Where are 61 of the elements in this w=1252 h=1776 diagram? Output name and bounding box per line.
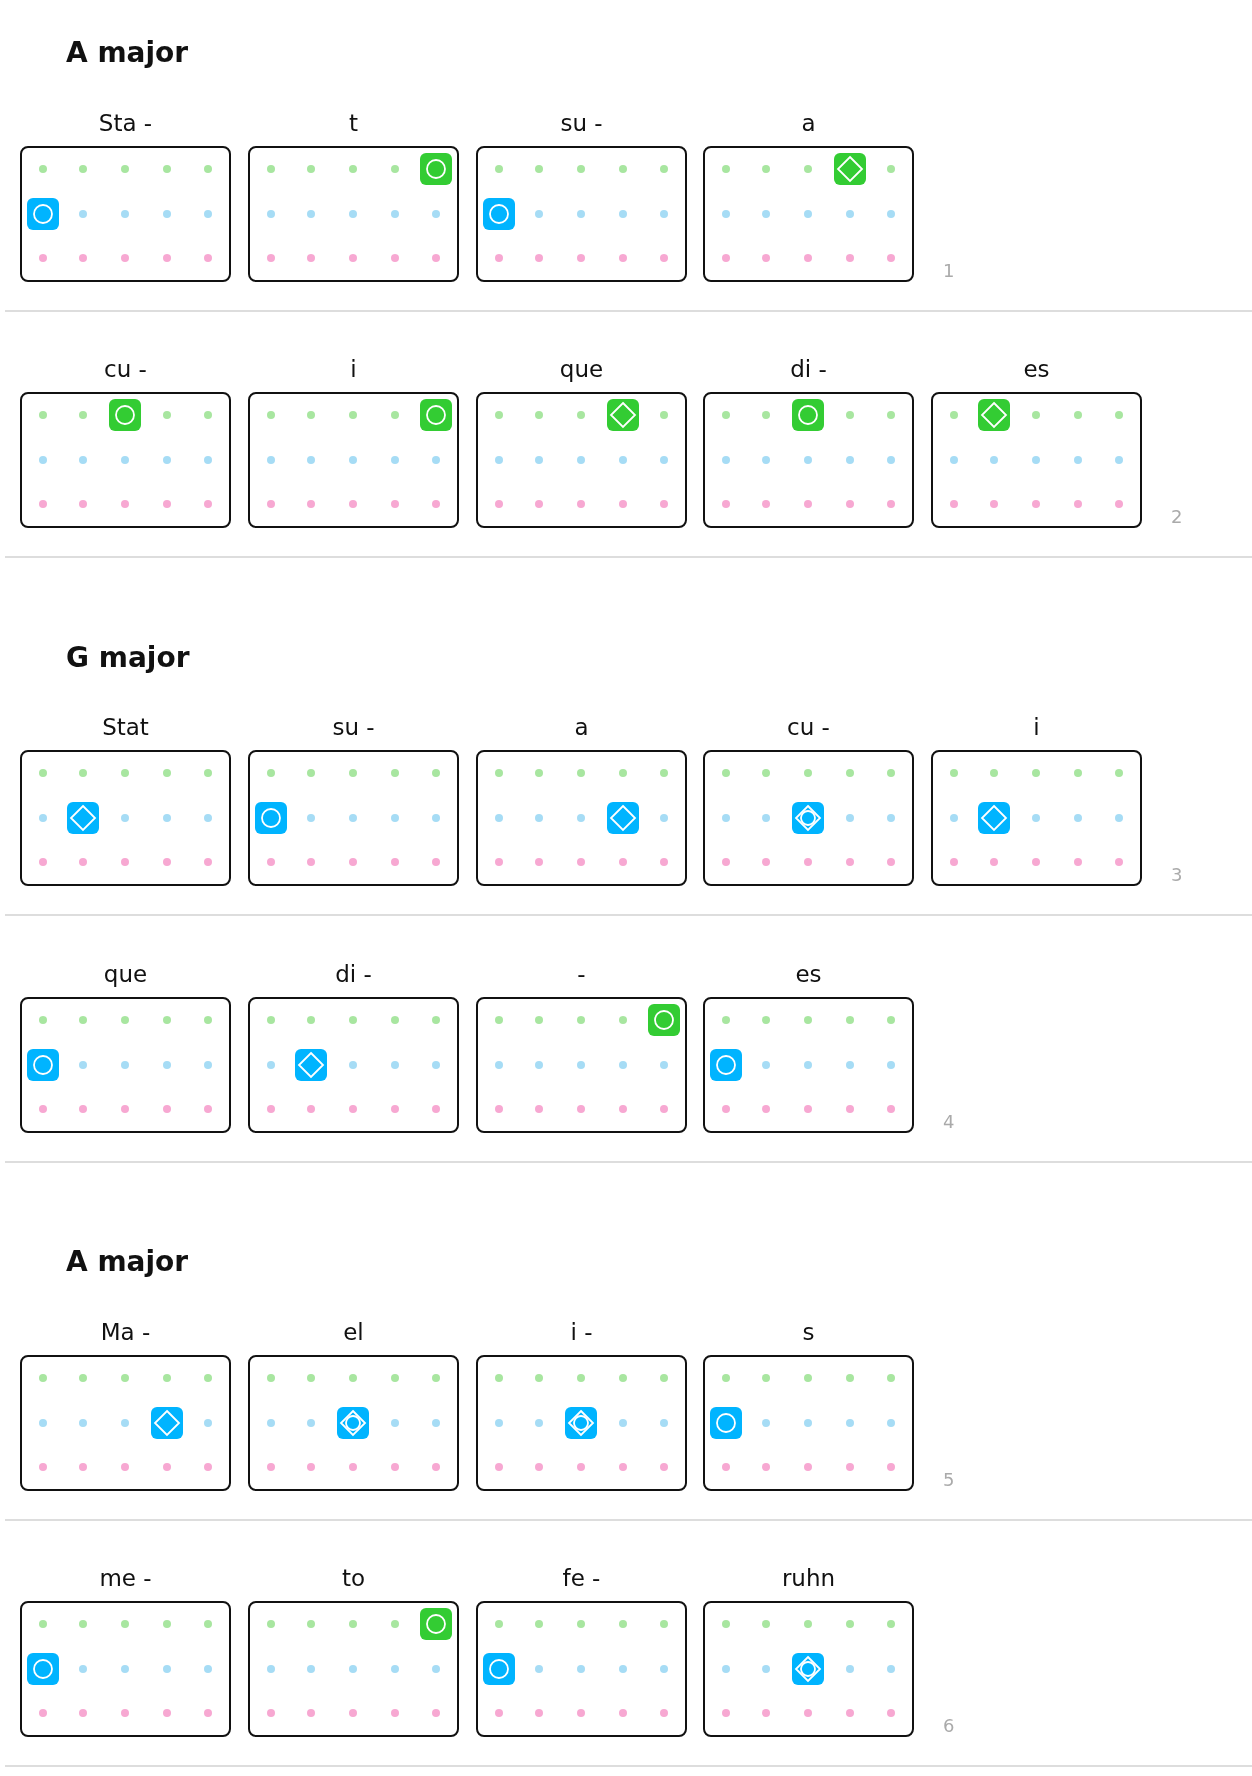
diamond-marker-icon [978,802,1010,834]
lyric-syllable: que [102,961,149,987]
lyric-syllable: su - [559,110,604,136]
lyric-syllable: que [558,356,605,382]
circle-marker-icon [420,399,452,431]
lyric-syllable: di - [789,356,828,382]
diamond-marker-icon [834,153,866,185]
lyric-syllable: to [340,1565,367,1591]
diamond-marker-icon [978,399,1010,431]
lyric-syllable: el [342,1319,365,1345]
circle-marker-icon [483,1653,515,1685]
circle-marker-icon [255,802,287,834]
section-heading: A major [66,36,189,69]
lyric-syllable: a [800,110,817,136]
lyric-syllable: fe - [561,1565,602,1591]
diamond-marker-icon [607,399,639,431]
lyric-syllable: - [576,961,587,987]
row-number: 4 [943,1111,955,1132]
lyric-syllable: es [1022,356,1051,382]
circle-marker-icon [27,1653,59,1685]
row-number: 5 [943,1469,955,1490]
lyric-syllable: i [349,356,358,382]
lyric-syllable: Sta - [97,110,154,136]
circle-marker-icon [420,1608,452,1640]
circle-marker-icon [710,1407,742,1439]
circle-marker-icon [109,399,141,431]
lyric-syllable: Stat [101,714,150,740]
lyric-syllable: su - [331,714,376,740]
circle-marker-icon [27,198,59,230]
lyric-syllable: i - [569,1319,594,1345]
lyric-syllable: a [573,714,590,740]
circle-marker-icon [792,399,824,431]
diamond-marker-icon [792,802,824,834]
lyric-syllable: i [1032,714,1041,740]
circle-marker-icon [27,1049,59,1081]
diamond-marker-icon [565,1407,597,1439]
section-heading: G major [66,641,190,674]
lyric-syllable: Ma - [99,1319,152,1345]
lyric-syllable: t [348,110,359,136]
lyric-syllable: di - [334,961,373,987]
diamond-marker-icon [792,1653,824,1685]
circle-marker-icon [420,153,452,185]
diamond-marker-icon [337,1407,369,1439]
diamond-marker-icon [607,802,639,834]
diamond-marker-icon [151,1407,183,1439]
row-number: 3 [1171,864,1183,885]
row-number: 6 [943,1715,955,1736]
circle-marker-icon [483,198,515,230]
lyric-syllable: cu - [786,714,831,740]
lyric-syllable: es [794,961,823,987]
circle-marker-icon [648,1004,680,1036]
circle-marker-icon [710,1049,742,1081]
diamond-marker-icon [295,1049,327,1081]
lyric-syllable: ruhn [780,1565,837,1591]
section-heading: A major [66,1245,189,1278]
row-number: 1 [943,260,955,281]
lyric-syllable: cu - [103,356,148,382]
lyric-syllable: me - [98,1565,153,1591]
lyric-syllable: s [801,1319,816,1345]
diamond-marker-icon [67,802,99,834]
row-number: 2 [1171,506,1183,527]
